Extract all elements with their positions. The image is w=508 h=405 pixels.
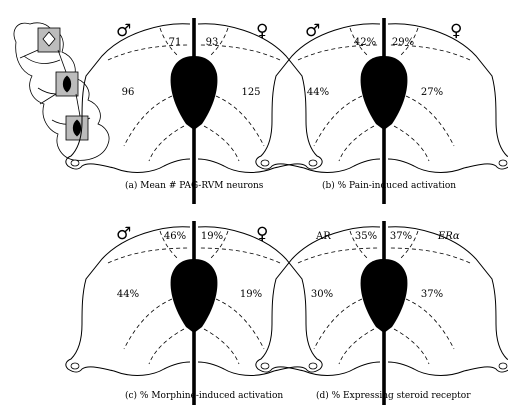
panel-c: ♂ ♀ 46% 19% 44% 19% (c) % Morphine-induc…: [64, 219, 324, 405]
panel-d-side-left-value: 30%: [311, 289, 333, 300]
panel-c-right-label: ♀: [256, 224, 268, 244]
panel-a-caption: (a) Mean # PAG-RVM neurons: [125, 180, 264, 191]
panel-a-side-left-value: 96: [122, 87, 135, 98]
panel-a-side-right-value: 125: [241, 87, 260, 98]
panel-a-right-label: ♀: [256, 21, 268, 41]
panel-b: ♂ ♀ 42% 29% 44% 27% (b) % Pain-induced a…: [254, 16, 508, 206]
panel-a-left-label: ♂: [116, 21, 131, 41]
panel-b-right-label: ♀: [450, 21, 462, 41]
panel-d-side-right-value: 37%: [421, 289, 443, 300]
panel-c-side-right-value: 19%: [240, 289, 262, 300]
panel-d-top-right-value: 37%: [390, 231, 412, 242]
panel-c-top-right-value: 19%: [201, 231, 223, 242]
panel-a-section: [64, 16, 324, 206]
panel-a-top-right-value: 93: [206, 37, 219, 48]
panel-c-caption: (c) % Morphine-induced activation: [125, 390, 283, 401]
panel-c-side-left-value: 44%: [117, 289, 139, 300]
brain-inset: [13, 22, 110, 161]
panel-d-right-label: ERα: [437, 231, 460, 242]
panel-d-left-label: AR: [315, 231, 331, 242]
panel-a: ♂ ♀ 71 93 96 125 (a) Mean # PAG-RVM neur…: [64, 16, 324, 206]
panel-b-top-right-value: 29%: [392, 37, 414, 48]
panel-c-section: [64, 219, 324, 405]
panel-c-left-label: ♂: [116, 224, 131, 244]
panel-a-top-left-value: 71: [169, 37, 182, 48]
panel-d-top-left-value: 35%: [355, 231, 377, 242]
panel-d-caption: (d) % Expressing steroid receptor: [316, 390, 471, 401]
panel-b-side-right-value: 27%: [421, 87, 443, 98]
panel-d: AR ERα 35% 37% 30% 37% (d) % Expressing …: [254, 219, 508, 405]
panel-b-caption: (b) % Pain-induced activation: [322, 180, 456, 191]
panel-b-top-left-value: 42%: [354, 37, 376, 48]
panel-d-section: [254, 219, 508, 405]
panel-b-left-label: ♂: [305, 21, 320, 41]
panel-b-section: [254, 16, 508, 206]
panel-c-top-left-value: 46%: [164, 231, 186, 242]
panel-b-side-left-value: 44%: [307, 87, 329, 98]
